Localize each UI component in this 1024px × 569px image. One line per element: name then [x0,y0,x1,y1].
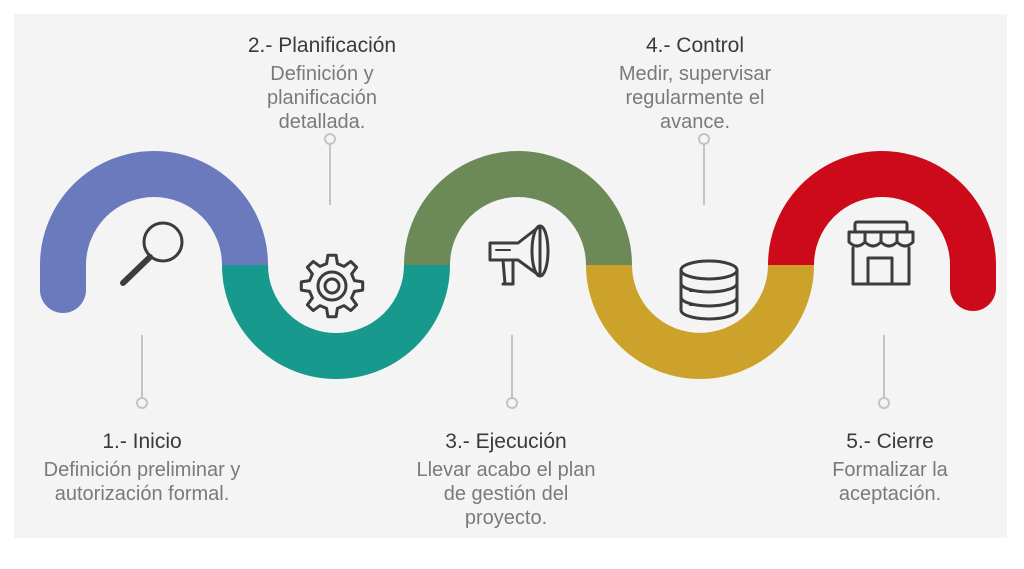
step-3-title: 3.- Ejecución [445,430,567,453]
step-4-description-line: avance. [659,111,731,133]
arc-step-4 [586,264,814,379]
connector-dot-3 [506,397,518,409]
step-3-description-line: Llevar acabo el plan [416,459,596,481]
step-1-description: Definición preliminar y autorización for… [0,458,292,506]
step-5-description-line: aceptación. [838,483,942,505]
step-1-description-line: autorización formal. [54,483,230,505]
arc-end-caps [40,265,996,313]
step-1-title: 1.- Inicio [102,430,182,453]
step-2-description-line: detallada. [278,111,366,133]
step-2-description-line: planificación [266,87,378,109]
connector-dot-5 [878,397,890,409]
database-icon [679,259,739,321]
connector-dot-4 [698,133,710,145]
step-5-description: Formalizar la aceptación. [790,458,990,506]
step-3-description: Llevar acabo el plan de gestión del proy… [376,458,636,530]
step-2-title: 2.- Planificación [247,34,397,57]
step-3-description-line: de gestión del [443,483,569,505]
arc-cap-end [950,265,996,311]
step-1-description-line: Definición preliminar y [43,459,241,481]
connector-dot-2 [324,133,336,145]
storefront-icon [847,220,915,286]
step-2-description: Definición y planificación detallada. [222,62,422,134]
diagram-background [14,14,1007,538]
arc-cap-start [40,267,86,313]
step-5-title: 5.- Cierre [846,430,934,453]
megaphone-icon [488,224,550,286]
step-3-description-line: proyecto. [464,507,548,529]
step-4-description: Medir, supervisar regularmente el avance… [580,62,810,134]
step-4-description-line: Medir, supervisar [618,63,772,85]
connector-dot-1 [136,397,148,409]
step-5-description-line: Formalizar la [832,459,948,481]
arc-step-1 [40,151,268,290]
step-4-title: 4.- Control [645,34,745,57]
arc-step-2 [222,264,450,379]
step-2-description-line: Definición y [270,63,374,85]
arc-step-3 [404,151,632,266]
step-4-description-line: regularmente el [625,87,765,109]
arc-step-5 [768,151,996,288]
gear-icon [299,253,365,319]
magnifier-icon [120,221,184,286]
